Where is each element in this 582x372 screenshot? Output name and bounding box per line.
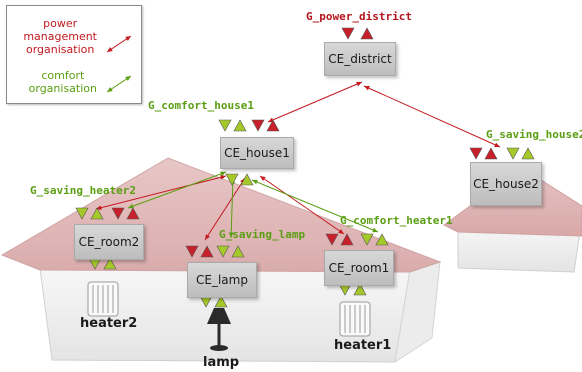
node-ce-house2[interactable]: CE_house2 [470, 162, 542, 206]
goal-power-district: G_power_district [306, 10, 412, 23]
goal-ports [75, 27, 535, 308]
lamp-power-port-up [200, 245, 214, 258]
goal-saving-house2: G_saving_house2 [486, 128, 582, 141]
goal-comfort-heater1: G_comfort_heater1 [340, 214, 453, 227]
house2-saving-port-down [506, 147, 520, 160]
legend: power management organisation comfort or… [6, 5, 142, 104]
legend-comfort-arrow [106, 75, 132, 93]
district-port-down [341, 27, 355, 40]
node-ce-house1[interactable]: CE_house1 [220, 137, 294, 169]
link-house1-lamp-power [204, 177, 246, 241]
legend-power-arrow [106, 35, 132, 53]
house2-power-port-up [484, 147, 498, 160]
legend-power-label: power management organisation [23, 17, 97, 56]
goal-comfort-house1: G_comfort_house1 [148, 99, 254, 112]
link-house1-lamp-comfort [228, 177, 236, 239]
node-ce-lamp[interactable]: CE_lamp [187, 262, 257, 298]
room1-device-port-up [353, 283, 367, 296]
room1-comfort-port-up [375, 233, 389, 246]
legend-arrows [106, 35, 132, 93]
lamp-device-port-up [214, 295, 228, 308]
link-district-house2 [363, 85, 501, 148]
lamp-power-port-down [185, 245, 199, 258]
room1-power-port-up [340, 233, 354, 246]
heater2-icon [87, 281, 119, 317]
room2-power-port-up [126, 207, 140, 220]
node-ce-room1[interactable]: CE_room1 [324, 250, 394, 286]
house1-power-port-up [266, 119, 280, 132]
room2-device-port-up [103, 257, 117, 270]
legend-comfort-label: comfort organisation [28, 69, 97, 95]
links [95, 81, 501, 241]
house1-comfort-port-up [233, 119, 247, 132]
lamp-icon [207, 308, 231, 351]
house1-power-port-down [251, 119, 265, 132]
house1-child-port-up [240, 173, 254, 186]
device-heater2-label: heater2 [80, 316, 138, 331]
node-ce-district[interactable]: CE_district [324, 42, 396, 76]
lamp-saving-port-down [216, 245, 230, 258]
room1-power-port-down [325, 233, 339, 246]
lamp-saving-port-up [231, 245, 245, 258]
link-house1-room1-comfort [251, 179, 379, 233]
district-port-up [360, 27, 374, 40]
house2-power-port-down [469, 147, 483, 160]
link-district-house1 [267, 81, 363, 123]
goal-saving-lamp: G_saving_lamp [219, 228, 306, 241]
room1-comfort-port-down [360, 233, 374, 246]
room2-saving-port-up [90, 207, 104, 220]
node-ce-room2[interactable]: CE_room2 [74, 224, 144, 260]
goal-saving-heater2: G_saving_heater2 [30, 184, 136, 197]
heater1-icon [339, 301, 371, 337]
room2-power-port-down [111, 207, 125, 220]
house1-comfort-port-down [218, 119, 232, 132]
device-heater1-label: heater1 [334, 338, 392, 353]
device-lamp-label: lamp [203, 355, 240, 370]
room2-saving-port-down [75, 207, 89, 220]
house2-saving-port-up [521, 147, 535, 160]
house1-child-port-down [225, 173, 239, 186]
